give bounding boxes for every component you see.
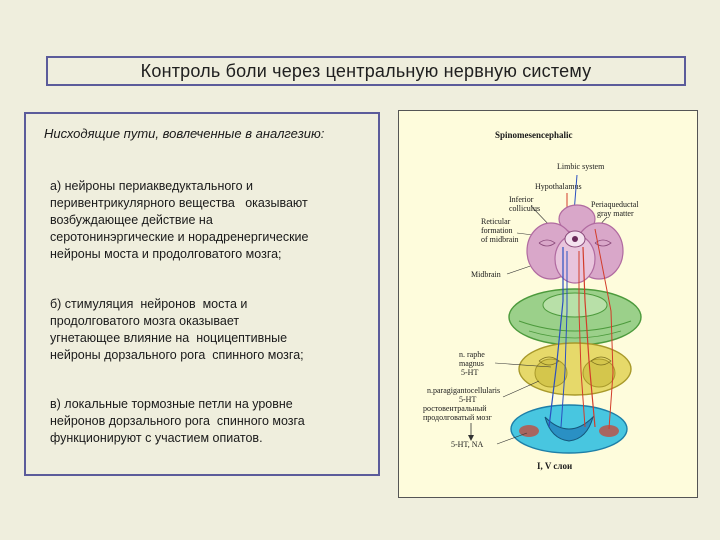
label-raphe-2: magnus bbox=[459, 359, 484, 368]
slide-title: Контроль боли через центральную нервную … bbox=[140, 60, 592, 81]
label-raphe-1: n. raphe bbox=[459, 350, 485, 359]
label-parag-2: 5-HT bbox=[459, 395, 476, 404]
paragraph-b: б) стимуляция нейронов моста и продолгов… bbox=[50, 296, 375, 364]
medulla-section bbox=[518, 342, 632, 396]
pointer-raphe bbox=[494, 362, 552, 368]
paragraph-line: в) локальные тормозные петли на уровне bbox=[50, 397, 293, 411]
tract-blue-1 bbox=[548, 247, 564, 428]
paragraph-line: угнетающее влияние на ноцицептивные bbox=[50, 331, 288, 345]
paragraph-line: нейронов дорзального рога спинного мозга bbox=[50, 414, 305, 428]
spinal-cord-section bbox=[510, 404, 628, 454]
paragraph-line: а) нейроны периакведуктального и bbox=[50, 179, 253, 193]
paragraph-c: в) локальные тормозные петли на уровне н… bbox=[50, 396, 375, 447]
label-neurotransmitters: 5-HT, NA bbox=[451, 440, 484, 449]
title-box: Контроль боли через центральную нервную … bbox=[46, 56, 686, 86]
label-hypothalamus: Hypothalamus bbox=[535, 182, 582, 191]
label-reticular-3: of midbrain bbox=[481, 235, 519, 244]
pain-pathway-diagram: Spinomesencephalic Limbic system Hypotha… bbox=[398, 110, 698, 498]
tract-red-3 bbox=[594, 228, 614, 430]
section-heading: Нисходящие пути, вовлеченные в аналгезию… bbox=[44, 126, 325, 141]
label-raphe-3: 5-HT bbox=[461, 368, 478, 377]
paragraph-line: возбуждающее действие на bbox=[50, 213, 213, 227]
arrow-nt-head bbox=[468, 435, 474, 441]
label-layers: I, V слои bbox=[537, 461, 572, 471]
label-parag-3: ростовентральный bbox=[423, 404, 487, 413]
label-inferior-2: colliculus bbox=[509, 204, 540, 213]
label-periaq-2: gray matter bbox=[597, 209, 634, 218]
label-periaq-1: Periaqueductal bbox=[591, 200, 639, 209]
paragraph-line: продолговатого мозга оказывает bbox=[50, 314, 240, 328]
label-spinomesencephalic: Spinomesencephalic bbox=[495, 130, 573, 140]
pons-section bbox=[508, 288, 642, 346]
label-inferior-1: Inferior bbox=[509, 195, 534, 204]
paragraph-a: а) нейроны периакведуктального и перивен… bbox=[50, 178, 375, 263]
tract-blue-2 bbox=[560, 251, 568, 428]
pointer-parag bbox=[502, 380, 540, 398]
paragraph-line: перивентрикулярного вещества оказывают bbox=[50, 196, 308, 210]
label-reticular-2: formation bbox=[481, 226, 513, 235]
label-reticular-1: Reticular bbox=[481, 217, 511, 226]
diagram-svg: Spinomesencephalic Limbic system Hypotha… bbox=[423, 130, 642, 471]
label-midbrain: Midbrain bbox=[471, 270, 501, 279]
paragraph-line: серотонинэргические и норадренергические bbox=[50, 230, 309, 244]
label-limbic: Limbic system bbox=[557, 162, 605, 171]
paragraph-line: нейроны дорзального рога спинного мозга; bbox=[50, 348, 304, 362]
label-parag-1: n.paragigantocellularis bbox=[427, 386, 500, 395]
paragraph-line: нейроны моста и продолговатого мозга; bbox=[50, 247, 282, 261]
tract-red-2 bbox=[578, 251, 586, 428]
pointer-nt bbox=[496, 432, 528, 445]
paragraph-line: функционируют с участием опиатов. bbox=[50, 431, 263, 445]
paragraph-line: б) стимуляция нейронов моста и bbox=[50, 297, 248, 311]
text-panel: Нисходящие пути, вовлеченные в аналгезию… bbox=[24, 112, 380, 476]
label-parag-4: продолговатый мозг bbox=[423, 413, 492, 422]
midbrain-section bbox=[526, 204, 624, 284]
tract-red-1 bbox=[582, 246, 596, 428]
